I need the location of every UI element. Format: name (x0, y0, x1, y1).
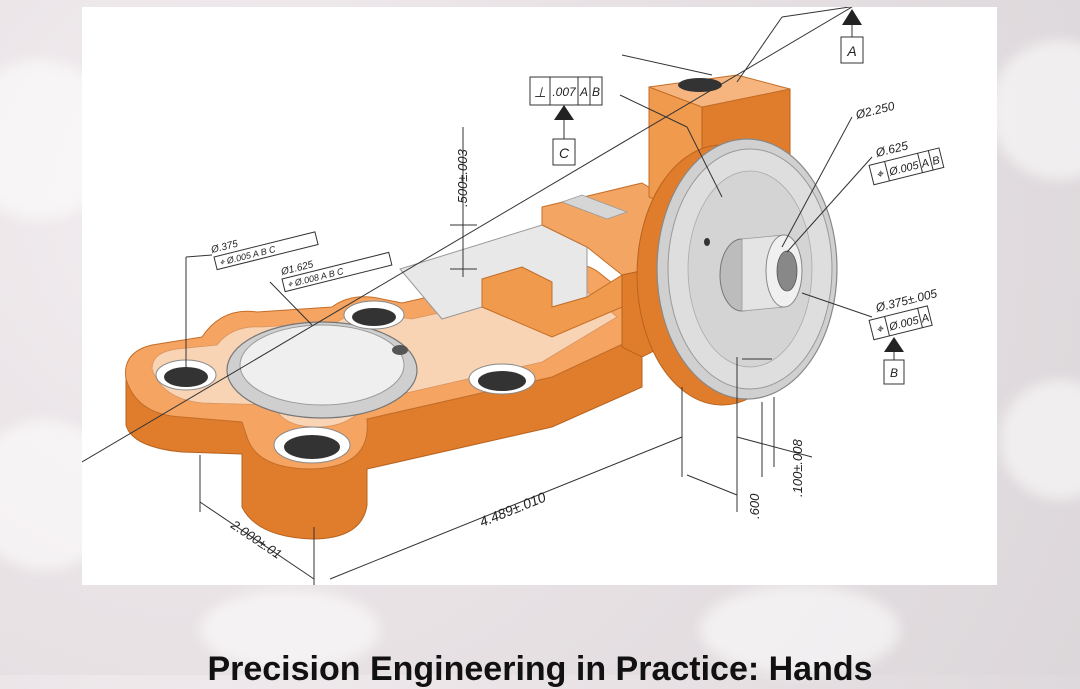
svg-text:⌖: ⌖ (875, 166, 886, 182)
page-caption: Precision Engineering in Practice: Hands (207, 650, 873, 688)
dim-500-label: .500±.003 (455, 148, 470, 207)
dimension-lines (82, 7, 873, 585)
svg-text:A: A (919, 312, 930, 326)
datum-c: C (552, 105, 576, 166)
svg-text:B: B (931, 154, 941, 167)
dim-100-label: .100±.008 (790, 438, 805, 497)
svg-text:B: B (592, 85, 600, 99)
flange-wheel (636, 138, 838, 406)
datum-a: A (840, 9, 864, 64)
background-bokeh (990, 40, 1080, 180)
perpendicularity-frame: ⊥ .007 A B (529, 76, 603, 106)
svg-text:A: A (919, 157, 930, 171)
background-bokeh (700, 585, 900, 675)
dim-4489-label: 4.489±.010 (477, 489, 548, 530)
svg-text:B: B (890, 366, 898, 380)
datum-b: B (883, 337, 905, 385)
svg-text:⊥: ⊥ (534, 84, 546, 100)
svg-text:⌖: ⌖ (875, 321, 886, 337)
engineering-drawing-card: A C B ⊥ .007 A B Ø2.250 Ø.625 (82, 7, 997, 585)
position-frame-375: ⌖ Ø.005 A (868, 305, 933, 341)
svg-text:A: A (579, 85, 588, 99)
background-bokeh (200, 590, 380, 670)
svg-text:.007: .007 (552, 85, 577, 99)
background-bokeh (1000, 380, 1080, 500)
dia-2250-label: Ø2.250 (853, 99, 896, 122)
part-drawing: A C B ⊥ .007 A B Ø2.250 Ø.625 (82, 7, 945, 585)
svg-text:A: A (846, 43, 856, 59)
svg-text:C: C (559, 145, 570, 161)
position-frame-625: ⌖ Ø.005 A B (868, 147, 945, 186)
dim-600-label: .600 (747, 493, 762, 519)
